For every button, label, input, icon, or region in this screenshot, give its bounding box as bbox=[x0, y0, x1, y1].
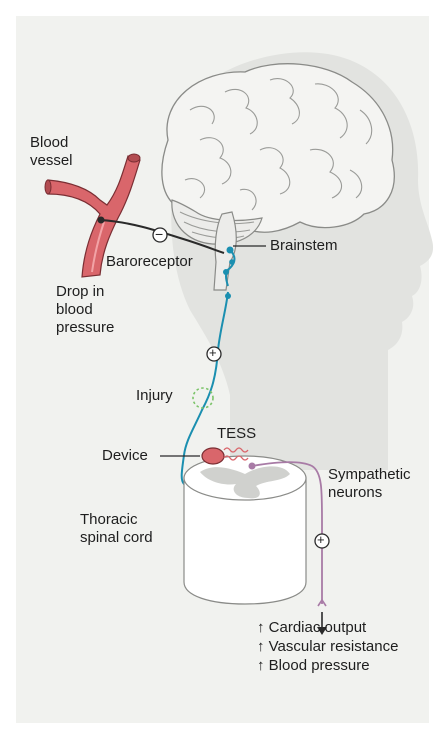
neuron-dot bbox=[229, 259, 235, 265]
label-brainstem: Brainstem bbox=[270, 237, 338, 255]
label-thoracic-spinal-cord: Thoracic spinal cord bbox=[80, 511, 153, 547]
baroreceptor-ending bbox=[98, 217, 105, 224]
spinal-cord bbox=[184, 456, 306, 604]
label-tess: TESS bbox=[217, 425, 256, 443]
label-blood-vessel: Blood vessel bbox=[30, 134, 73, 170]
outcome-vascular-resistance: ↑ Vascular resistance bbox=[257, 637, 398, 656]
outcome-blood-pressure: ↑ Blood pressure bbox=[257, 656, 398, 675]
label-drop-in-blood-pressure: Drop in blood pressure bbox=[56, 283, 114, 337]
label-device: Device bbox=[102, 447, 148, 465]
neuron-dot bbox=[225, 293, 231, 299]
device-electrode bbox=[202, 448, 224, 464]
label-injury: Injury bbox=[136, 387, 173, 405]
neuron-dot bbox=[227, 247, 234, 254]
label-baroreceptor: Baroreceptor bbox=[106, 253, 193, 271]
outcome-cardiac-output: ↑ Cardiac output bbox=[257, 618, 398, 637]
label-sympathetic-neurons: Sympathetic neurons bbox=[328, 466, 411, 502]
plus-sign: + bbox=[209, 344, 217, 362]
neuron-dot bbox=[223, 269, 229, 275]
outcome-list: ↑ Cardiac output ↑ Vascular resistance ↑… bbox=[257, 618, 398, 675]
plus-sign: + bbox=[317, 531, 325, 549]
minus-sign: − bbox=[155, 225, 163, 243]
